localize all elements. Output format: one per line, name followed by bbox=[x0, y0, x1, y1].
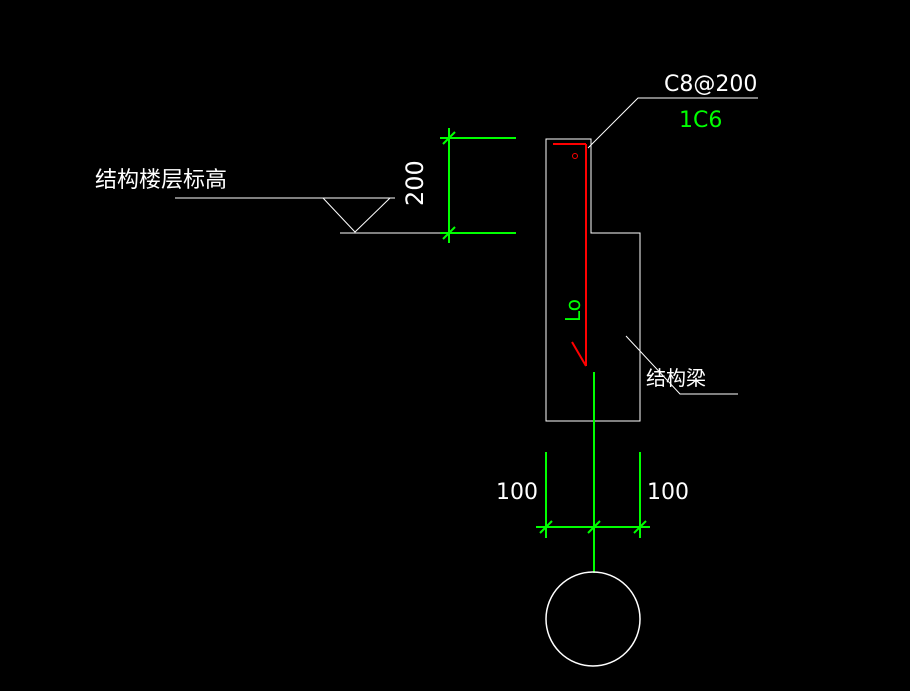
rebar-bottom-hook bbox=[571, 341, 587, 367]
left-offset-label: 100 bbox=[496, 480, 538, 505]
dim-tick-right bbox=[633, 520, 647, 534]
right-offset-label: 100 bbox=[647, 480, 689, 505]
dim-tick-center bbox=[587, 520, 601, 534]
rebar-count-label: 1C6 bbox=[679, 108, 722, 133]
floor-elevation-label: 结构楼层标高 bbox=[95, 168, 227, 193]
rebar-point bbox=[572, 153, 578, 159]
dim-tick-bottom bbox=[442, 226, 456, 240]
rebar-spec-label: C8@200 bbox=[664, 72, 757, 97]
beam-callout: 结构梁 bbox=[625, 335, 738, 395]
anchorage-label: Lo bbox=[561, 299, 585, 322]
dim-tick-left bbox=[539, 520, 553, 534]
rebar-callout: C8@200 1C6 bbox=[587, 72, 758, 149]
rebar bbox=[553, 143, 587, 367]
beam-outline bbox=[545, 138, 641, 422]
floor-elevation-marker: 结构楼层标高 bbox=[95, 168, 448, 234]
offset-dimension bbox=[536, 452, 650, 538]
beam-label: 结构梁 bbox=[646, 366, 706, 390]
dim-tick-top bbox=[442, 131, 456, 145]
axis-circle bbox=[545, 571, 641, 667]
beam-leader-line bbox=[625, 335, 738, 395]
rebar-leader-line bbox=[587, 97, 758, 149]
height-dimension bbox=[440, 128, 516, 243]
elevation-triangle bbox=[322, 197, 391, 233]
height-dimension-label: 200 bbox=[401, 160, 429, 206]
